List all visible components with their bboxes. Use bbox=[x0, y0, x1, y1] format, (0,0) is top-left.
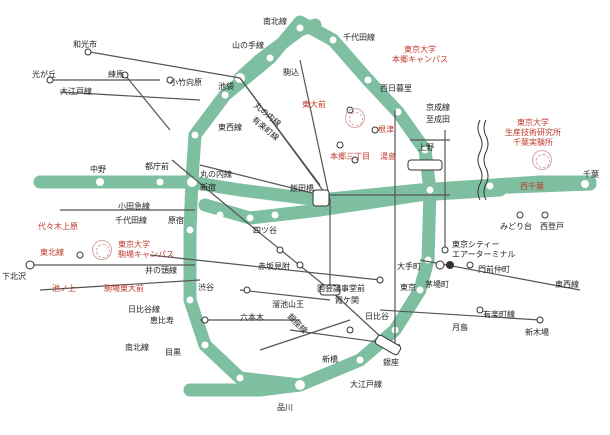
label-oedo-bottom: 大江戸線 bbox=[350, 380, 382, 389]
label-ikenoue: 池ノ上 bbox=[52, 284, 76, 293]
label-midoridai: みどり台 bbox=[500, 222, 532, 231]
label-hibiya-line: 日比谷線 bbox=[128, 305, 160, 314]
hongo-seal-icon bbox=[345, 108, 365, 128]
label-ueno-keisei: 至成田 bbox=[426, 115, 450, 124]
label-nanboku-bottom: 南北線 bbox=[125, 343, 149, 352]
campus-chiba: 東京大学 生産技術研究所 千葉実験所 bbox=[505, 118, 561, 147]
chiba-branch bbox=[423, 177, 597, 197]
campus-komaba: 東京大学 駒場キャンパス bbox=[118, 240, 174, 259]
label-ebisu: 恵比寿 bbox=[150, 316, 174, 325]
interchange-boxes bbox=[312, 159, 443, 356]
label-todaimae: 東大前 bbox=[302, 100, 326, 109]
label-tozai-right: 東西線 bbox=[555, 280, 579, 289]
label-nishinippori: 西日暮里 bbox=[380, 84, 412, 93]
label-tameikesanno: 溜池山王 bbox=[272, 300, 304, 309]
label-yoyogiuehara: 代々木上原 bbox=[38, 222, 78, 231]
label-wakoshi: 和光市 bbox=[73, 40, 97, 49]
label-yushima: 湯島 bbox=[380, 152, 396, 161]
label-odakyu: 小田急線 bbox=[118, 202, 150, 211]
label-inokashira: 井の頭線 bbox=[145, 266, 177, 275]
label-marunouchi-b: 丸の内線 bbox=[200, 170, 232, 179]
label-hongo3: 本郷三丁目 bbox=[330, 152, 370, 161]
label-yotsuya: 四ツ谷 bbox=[253, 226, 277, 235]
label-tcat: 東京シティー エアーターミナル bbox=[452, 240, 516, 259]
label-kasumigaseki: 霞ケ関 bbox=[335, 296, 359, 305]
label-komabatodaimae: 駒場東大前 bbox=[104, 284, 144, 293]
chiba-seal-icon bbox=[532, 150, 552, 170]
label-nerima: 練馬 bbox=[108, 70, 124, 79]
label-chiyoda-top: 千代田線 bbox=[343, 33, 375, 42]
label-ikebukuro: 池袋 bbox=[218, 82, 234, 91]
label-toritsudaigaku: 都庁前 bbox=[145, 162, 169, 171]
label-tokyo: 東京 bbox=[400, 283, 416, 292]
label-ueno: 上野 bbox=[418, 143, 434, 152]
label-nakano: 中野 bbox=[90, 165, 106, 174]
label-ginza: 銀座 bbox=[383, 358, 399, 367]
label-keisei: 京成線 bbox=[426, 103, 450, 112]
label-oedo-left: 大江戸線 bbox=[60, 87, 92, 96]
label-yamanote: 山の手線 bbox=[232, 41, 264, 50]
label-monzennakacho: 門前仲町 bbox=[478, 265, 510, 274]
yamanote-loop bbox=[183, 15, 437, 392]
label-shinjuku: 新宿 bbox=[200, 183, 216, 192]
label-tsukishima: 月島 bbox=[452, 323, 468, 332]
label-yurakucho-right: 有楽町線 bbox=[483, 310, 515, 319]
label-komagome: 駒込 bbox=[283, 68, 299, 77]
label-kokkaigijidomae: 国会議事堂前 bbox=[317, 284, 365, 293]
label-nanboku-top: 南北線 bbox=[263, 17, 287, 26]
label-tohokusen: 東北線 bbox=[40, 248, 64, 257]
tcat-marker bbox=[446, 261, 454, 269]
label-chiyoda-mid: 千代田線 bbox=[115, 216, 147, 225]
label-shimbashi: 新橋 bbox=[322, 355, 338, 364]
label-shimokitazawa: 下北沢 bbox=[2, 272, 26, 281]
label-kayabacho: 茅場町 bbox=[425, 280, 449, 289]
label-chiba: 千葉 bbox=[583, 170, 599, 179]
label-akasakamitsuke: 赤坂見附 bbox=[258, 262, 290, 271]
label-nezu: 根津 bbox=[378, 125, 394, 134]
label-meguro: 目黒 bbox=[165, 348, 181, 357]
metro-stations bbox=[25, 48, 549, 334]
label-shibuya: 渋谷 bbox=[198, 283, 214, 292]
label-otemachi: 大手町 bbox=[397, 262, 421, 271]
label-hibiya: 日比谷 bbox=[365, 312, 389, 321]
north-tail bbox=[233, 18, 322, 85]
label-tozai: 東西線 bbox=[218, 123, 242, 132]
komaba-seal-icon bbox=[92, 240, 112, 260]
label-hikarigaoka: 光が丘 bbox=[32, 70, 56, 79]
label-kotakemukaihara: 小竹向原 bbox=[170, 78, 202, 87]
bottom-line bbox=[183, 378, 307, 397]
label-iidabashi: 飯田橋 bbox=[290, 184, 314, 193]
metro-lines bbox=[30, 51, 581, 351]
campus-hongo: 東京大学 本郷キャンパス bbox=[392, 45, 448, 64]
label-harajuku: 原宿 bbox=[168, 216, 184, 225]
label-roppongi: 六本木 bbox=[240, 313, 264, 322]
label-nishichiba: 西千葉 bbox=[520, 182, 544, 191]
distance-break bbox=[477, 119, 483, 201]
label-shinkiba: 新木場 bbox=[525, 328, 549, 337]
label-nishitoga: 西登戸 bbox=[540, 222, 564, 231]
label-shinagawa: 品川 bbox=[277, 403, 293, 412]
